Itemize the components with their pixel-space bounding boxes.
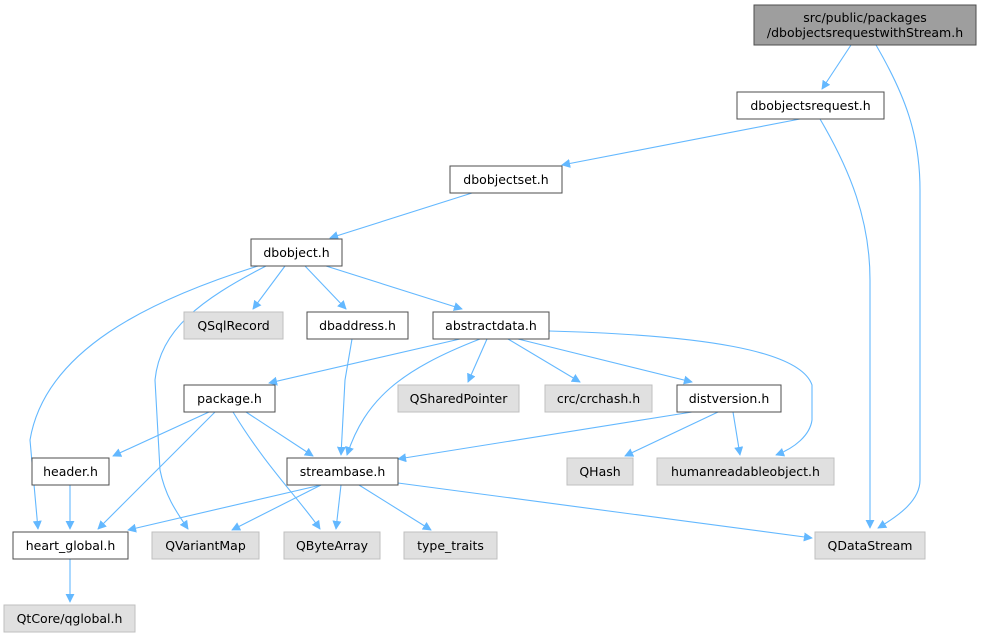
edge-abstractdata-to-crchash [507, 338, 581, 383]
node-dbobject[interactable]: dbobject.h [250, 238, 343, 267]
edge-dbaddress-to-streambase [336, 338, 353, 456]
node-label: streambase.h [300, 464, 386, 479]
node-label: abstractdata.h [445, 318, 537, 333]
edge-dbobject-to-qsqlrecord [252, 265, 286, 310]
edge-streambase-to-heart_global [127, 484, 322, 533]
nodes-layer: src/public/packages/dbobjectsrequestwith… [3, 4, 977, 633]
node-dbobjectsrequest[interactable]: dbobjectsrequest.h [736, 91, 885, 120]
node-box [397, 384, 520, 413]
node-crchash: crc/crchash.h [544, 384, 653, 413]
edge-abstractdata-to-humanreadableobject [548, 330, 813, 457]
node-humanreadableobject: humanreadableobject.h [656, 457, 835, 486]
node-box [544, 384, 653, 413]
node-box [12, 531, 129, 560]
edge-streambase-to-type_traits [358, 484, 432, 531]
node-box [306, 311, 409, 340]
node-label: QByteArray [296, 538, 369, 553]
node-label: dbaddress.h [319, 318, 396, 333]
edge-distversion-to-qhash [624, 411, 719, 457]
node-box [449, 165, 563, 194]
node-dbaddress[interactable]: dbaddress.h [306, 311, 409, 340]
node-distversion[interactable]: distversion.h [676, 384, 782, 413]
edge-distversion-to-streambase [397, 411, 693, 463]
edge-package-to-qbytearray [232, 411, 321, 530]
edge-root-to-qdatastream [875, 44, 921, 529]
node-label: heart_global.h [26, 538, 116, 553]
node-label: src/public/packages [803, 10, 927, 25]
node-box [403, 531, 498, 560]
node-qvariantmap: QVariantMap [151, 531, 260, 560]
edge-dbobject-to-qvariantmap [154, 265, 267, 530]
edge-dbobject-to-abstractdata [325, 265, 463, 311]
node-box [676, 384, 782, 413]
node-qhash: QHash [566, 457, 634, 486]
node-qglobal: QtCore/qglobal.h [3, 604, 136, 633]
node-label: dbobjectsrequest.h [750, 98, 870, 113]
node-qbytearray: QByteArray [283, 531, 381, 560]
node-box [656, 457, 835, 486]
node-box [250, 238, 343, 267]
edge-streambase-to-qbytearray [332, 484, 342, 530]
node-label: dbobject.h [263, 245, 329, 260]
edge-dbobject-to-heart_global [29, 265, 259, 530]
node-qdatastream: QDataStream [814, 531, 926, 560]
node-heart_global[interactable]: heart_global.h [12, 531, 129, 560]
edge-root-to-dbobjectsrequest [821, 44, 852, 90]
node-label: crc/crchash.h [557, 391, 640, 406]
node-box [283, 531, 381, 560]
node-box [183, 384, 276, 413]
node-label: QSharedPointer [410, 391, 509, 406]
node-abstractdata[interactable]: abstractdata.h [432, 311, 550, 340]
edge-dbobjectset-to-dbobject [329, 192, 473, 240]
edge-dbobjectsrequest-to-dbobjectset [561, 118, 801, 168]
edge-package-to-streambase [245, 411, 314, 457]
node-box [432, 311, 550, 340]
node-label: QHash [579, 464, 620, 479]
node-label: package.h [197, 391, 262, 406]
node-label: QVariantMap [165, 538, 246, 553]
node-label: dbobjectset.h [463, 172, 548, 187]
node-box [286, 457, 399, 486]
node-box [566, 457, 634, 486]
node-header[interactable]: header.h [31, 457, 110, 486]
node-box [31, 457, 110, 486]
node-box [183, 311, 284, 340]
node-label: distversion.h [689, 391, 770, 406]
edge-streambase-to-qvariantmap [231, 484, 322, 531]
node-label: humanreadableobject.h [671, 464, 820, 479]
edge-dbobject-to-dbaddress [304, 265, 347, 310]
node-label: header.h [43, 464, 98, 479]
node-root: src/public/packages/dbobjectsrequestwith… [753, 4, 977, 46]
node-qsqlrecord: QSqlRecord [183, 311, 284, 340]
edge-package-to-heart_global [97, 411, 216, 530]
edge-dbobjectsrequest-to-qdatastream [819, 118, 875, 529]
node-box [151, 531, 260, 560]
node-streambase[interactable]: streambase.h [286, 457, 399, 486]
edges-layer [29, 44, 921, 603]
node-label: QDataStream [828, 538, 913, 553]
node-label: QtCore/qglobal.h [17, 611, 123, 626]
node-label: /dbobjectsrequestwithStream.h [767, 25, 963, 40]
node-type_traits: type_traits [403, 531, 498, 560]
node-qsharedpointer: QSharedPointer [397, 384, 520, 413]
edge-streambase-to-qdatastream [397, 482, 813, 542]
edge-abstractdata-to-package [268, 338, 461, 386]
edge-abstractdata-to-streambase [345, 338, 481, 456]
node-box [3, 604, 136, 633]
node-box [814, 531, 926, 560]
node-label: QSqlRecord [197, 318, 269, 333]
node-label: type_traits [417, 538, 484, 553]
node-box [753, 4, 977, 46]
edge-abstractdata-to-qsharedpointer [467, 338, 488, 383]
node-package[interactable]: package.h [183, 384, 276, 413]
node-box [736, 91, 885, 120]
edge-package-to-header [112, 411, 210, 457]
edge-distversion-to-humanreadableobject [732, 411, 744, 456]
edge-abstractdata-to-distversion [517, 338, 693, 385]
node-dbobjectset[interactable]: dbobjectset.h [449, 165, 563, 194]
